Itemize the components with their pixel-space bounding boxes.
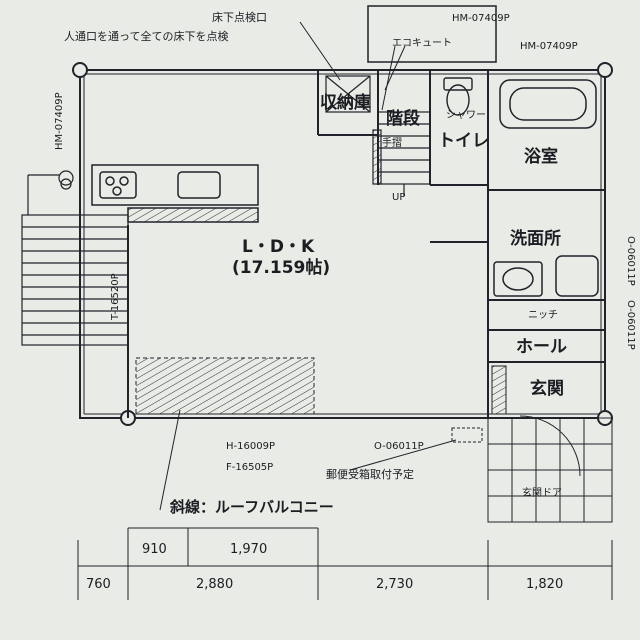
window-code-bottom-b: F-16505P xyxy=(226,462,273,473)
window-code-bottom-c: O-06011P xyxy=(374,441,424,452)
dim-760: 760 xyxy=(86,577,111,592)
leader-lines xyxy=(159,21,457,511)
kitchen-counter xyxy=(91,164,259,223)
bathtub xyxy=(499,79,597,129)
shower-label: シャワー xyxy=(446,110,486,121)
room-toilet: トイレ xyxy=(438,131,489,151)
room-bathroom: 浴室 xyxy=(524,146,558,167)
dim-910: 910 xyxy=(142,542,167,557)
dim-2880: 2,880 xyxy=(196,577,233,592)
inspection-port-mark xyxy=(325,75,371,113)
room-entrance: 玄関 xyxy=(530,378,564,399)
room-stairs: 階段 xyxy=(386,108,420,129)
mailbox-mark xyxy=(451,427,483,443)
niche-label: ニッチ xyxy=(528,309,558,321)
room-ldk: L・D・K xyxy=(242,237,315,257)
stairs xyxy=(372,111,431,196)
entrance-tiles xyxy=(487,365,613,523)
roof-balcony-note: 斜線：ルーフバルコニー xyxy=(169,498,334,516)
dim-1820: 1,820 xyxy=(526,577,563,592)
room-hall: ホール xyxy=(516,337,567,357)
mailbox-note: 郵便受箱取付予定 xyxy=(326,467,414,481)
toilet-fixture xyxy=(443,77,473,116)
ecocute-label: エコキュート xyxy=(392,38,452,49)
window-code-top-right: HM-07409P xyxy=(520,41,578,52)
room-ldk-area: (17.159帖) xyxy=(232,257,330,278)
entrance-door-label: 玄関ドア xyxy=(522,486,562,499)
dim-1970: 1,970 xyxy=(230,542,267,557)
washroom-sink xyxy=(493,255,599,297)
inspection-port-label: 床下点検口 xyxy=(212,10,267,24)
exterior-stairs xyxy=(21,170,129,346)
room-washroom: 洗面所 xyxy=(510,228,561,249)
inspection-note: 人通口を通って全ての床下を点検 xyxy=(64,29,228,43)
window-code-left-mid: T-16520P xyxy=(110,273,121,321)
window-code-left-top: HM-07409P xyxy=(54,92,65,150)
dim-2730: 2,730 xyxy=(376,577,413,592)
window-code-right-a: O-06011P xyxy=(625,236,636,286)
window-code-top-center: HM-07409P xyxy=(452,13,510,24)
up-label: UP xyxy=(392,192,405,203)
dimension-lines xyxy=(77,527,613,600)
window-code-right-b: O-06011P xyxy=(625,300,636,350)
handrail-label: 手摺 xyxy=(382,136,402,149)
roof-balcony-hatch xyxy=(135,357,315,415)
window-code-bottom-a: H-16009P xyxy=(226,441,275,452)
room-storage: 収納庫 xyxy=(320,92,371,113)
